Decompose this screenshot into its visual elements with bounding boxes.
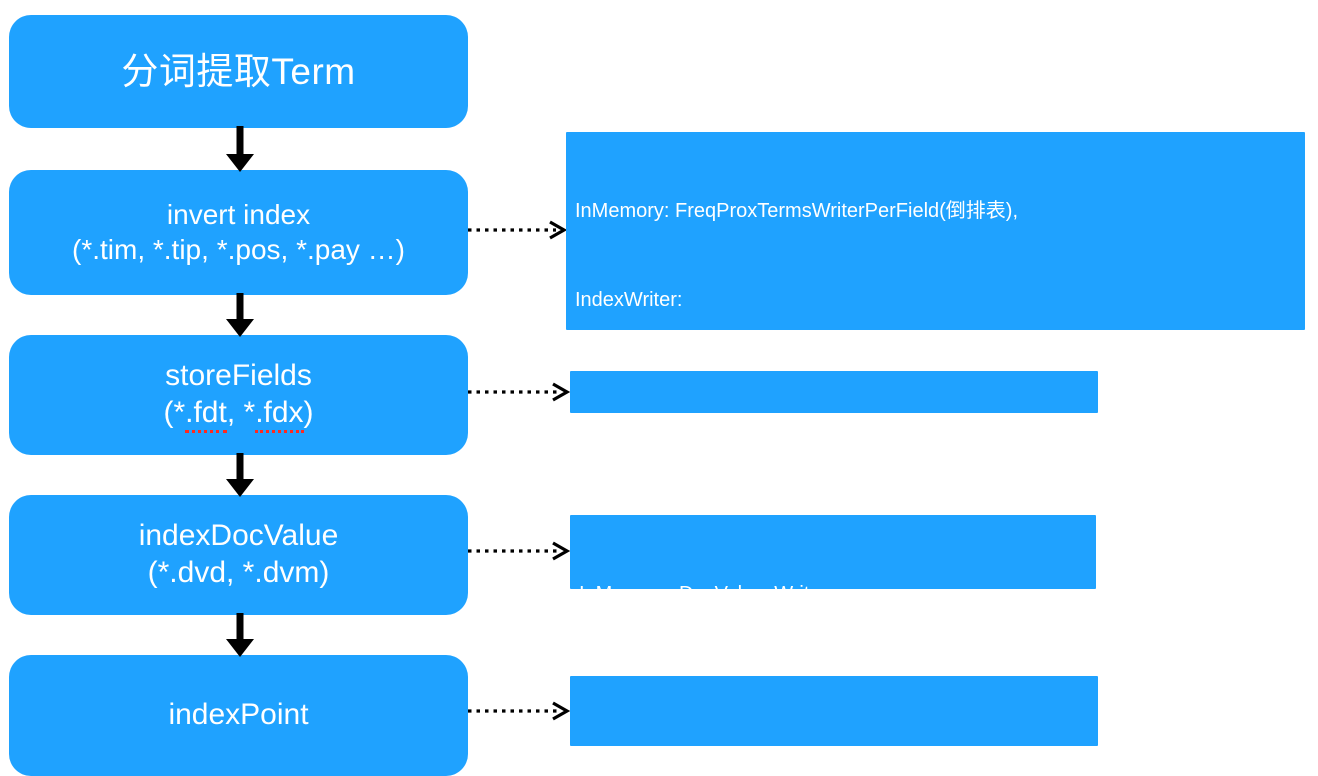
note-invert-index[interactable]: InMemory: FreqProxTermsWriterPerField(倒排… (566, 132, 1305, 666)
note-invert-index-line-2: IndexWriter: (575, 288, 683, 311)
note-invert-index-line-6: -CompressingTermVectorsWriter (575, 641, 1297, 671)
file-sep: , * (226, 396, 256, 429)
note-store-fields[interactable]: IndexWriter: CompressingStoredFieldsWrit… (570, 371, 1098, 461)
note-invert-index-line-1: InMemory: FreqProxTermsWriterPerField(倒排… (575, 200, 1019, 223)
flow-step-store-fields-label: storeFields (165, 359, 312, 393)
dotted-arrow-store-fields-to-note (468, 382, 571, 402)
flow-step-index-point-label: indexPoint (168, 698, 309, 732)
dotted-arrow-index-point-to-note (468, 701, 571, 721)
misspelled-fdt: .fdt (185, 396, 227, 433)
flow-step-store-fields-files: (*.fdt, *.fdx) (163, 395, 314, 433)
bullet-dash-icon: - (647, 644, 654, 667)
note-index-doc-value[interactable]: InMemory: DocValuesWriter IndexWriter: L… (570, 515, 1096, 694)
file-paren-open: (* (163, 396, 186, 429)
flow-step-index-point[interactable]: indexPoint (9, 655, 468, 776)
flow-step-invert-index-label: invert index (166, 199, 311, 231)
bullet-dash-icon: - (715, 466, 722, 489)
note-invert-index-line-4: -Lucene50PostingsWriter, Lucene50SkipWri… (575, 464, 1297, 494)
dotted-arrow-invert-index-to-note (468, 220, 568, 240)
file-paren-close: ) (303, 396, 314, 429)
flow-step-term[interactable]: 分词提取Term (9, 15, 468, 128)
arrow-store-fields-to-index-doc-value (226, 453, 254, 497)
note-store-fields-line-1: IndexWriter: CompressingStoredFieldsWrit… (579, 439, 976, 462)
flow-step-index-doc-value-label: indexDocValue (138, 519, 339, 553)
arrow-index-doc-value-to-index-point (226, 613, 254, 657)
note-invert-index-line-4-text: Lucene50PostingsWriter, Lucene50SkipWrit… (733, 466, 1141, 489)
flow-step-invert-index[interactable]: invert index (*.tim, *.tip, *.pos, *.pay… (9, 170, 468, 295)
flow-step-store-fields[interactable]: storeFields (*.fdt, *.fdx) (9, 335, 468, 455)
misspelled-fdx: .fdx (255, 396, 304, 433)
arrow-invert-index-to-store-fields (226, 293, 254, 337)
note-invert-index-line-6-text: CompressingTermVectorsWriter (665, 644, 947, 667)
flow-step-index-doc-value[interactable]: indexDocValue (*.dvd, *.dvm) (9, 495, 468, 615)
arrow-term-to-invert-index (226, 126, 254, 172)
note-index-point-line-1: InMemory: PointValuesWriter (579, 744, 838, 767)
note-index-point[interactable]: InMemory: PointValuesWriter IndexWriter:… (570, 676, 1098, 766)
flow-step-invert-index-files: (*.tim, *.tip, *.pos, *.pay …) (72, 233, 405, 265)
flow-step-index-doc-value-files: (*.dvd, *.dvm) (147, 556, 330, 589)
note-index-doc-value-line-1: InMemory: DocValuesWriter (579, 583, 828, 606)
dotted-arrow-index-doc-value-to-note (468, 541, 571, 561)
flow-step-term-label: 分词提取Term (121, 50, 356, 92)
